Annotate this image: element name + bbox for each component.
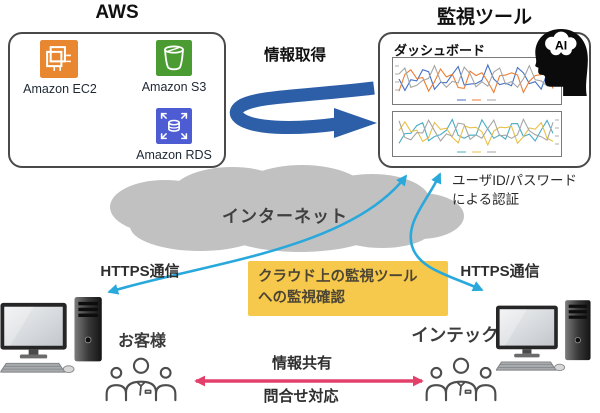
- ec2-chip-icon: [40, 40, 78, 78]
- svg-text:AI: AI: [555, 39, 567, 53]
- aws-title: AWS: [95, 2, 139, 23]
- service-label-s3: Amazon S3: [141, 80, 207, 94]
- customer-label: お客様: [117, 333, 166, 350]
- https-label-left: HTTPS通信: [100, 263, 180, 280]
- note-line-2: への監視確認: [258, 290, 345, 307]
- cloud-monitoring-note: クラウド上の監視ツール への監視確認: [248, 261, 448, 317]
- intec-label: インテック: [411, 325, 499, 345]
- dashboard-chart-1: [392, 57, 562, 105]
- https-label-right: HTTPS通信: [460, 263, 540, 280]
- note-line-1: クラウド上の監視ツール: [258, 269, 418, 285]
- intec-people-icon: [424, 356, 498, 402]
- s3-bucket-icon: [156, 40, 192, 76]
- service-label-rds: Amazon RDS: [136, 148, 212, 162]
- info-share-label: 情報共有: [271, 355, 332, 372]
- service-label-ec2: Amazon EC2: [23, 82, 97, 96]
- auth-label: ユーザID/パスワード による認証: [452, 172, 597, 210]
- dashboard-label: ダッシュボード: [394, 43, 486, 58]
- info-fetch-label: 情報取得: [263, 47, 326, 64]
- intec-pc-icon: [496, 300, 596, 373]
- auth-line-2: による認証: [452, 191, 520, 207]
- monitoring-title: 監視ツール: [436, 7, 532, 28]
- ai-head-icon: AI: [535, 29, 588, 96]
- info-fetch-arrow: [229, 81, 377, 138]
- dashboard-chart-2: [392, 111, 562, 157]
- customer-pc-icon: [0, 297, 108, 375]
- internet-label: インターネット: [222, 207, 348, 226]
- rds-database-icon: [156, 108, 192, 144]
- customer-people-icon: [104, 356, 178, 402]
- auth-line-1: ユーザID/パスワード: [452, 173, 577, 188]
- inquiry-label: 問合せ対応: [263, 388, 339, 405]
